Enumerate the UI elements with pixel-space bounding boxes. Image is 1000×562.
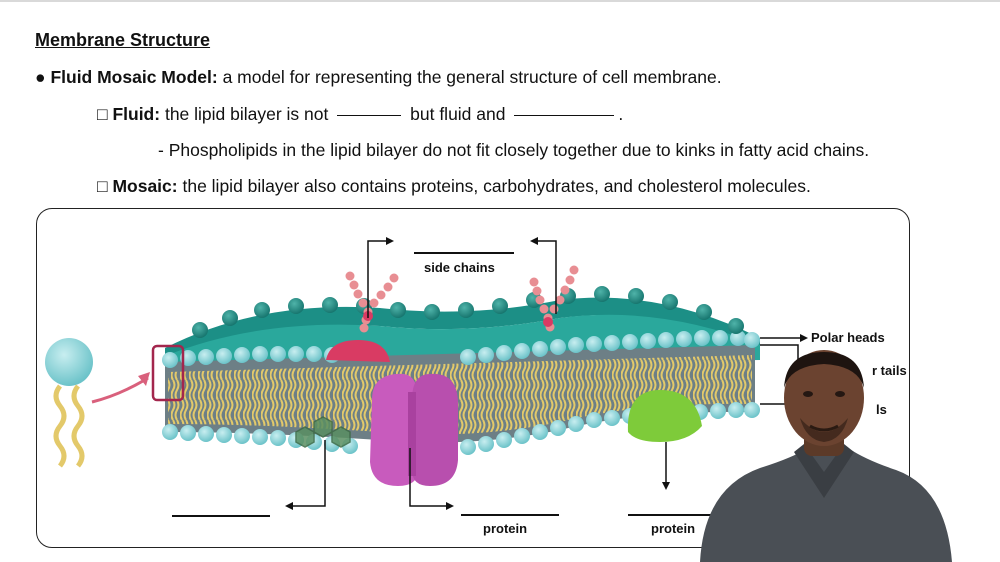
peripheral-protein [627,390,702,442]
fluid-line: □ Fluid: the lipid bilayer is not but fl… [97,104,623,125]
mosaic-line: □ Mosaic: the lipid bilayer also contain… [97,176,811,197]
membrane-top-surface [165,297,760,358]
fluid-mosaic-definition: a model for representing the general str… [222,67,722,87]
cholesterol-molecule [295,416,351,448]
highlight-box [151,344,185,402]
presenter-video [690,348,958,562]
page-title: Membrane Structure [35,30,211,50]
channel-protein-left [370,373,418,486]
fill-in-blank-2 [514,114,615,117]
top-divider [0,0,1000,2]
checkbox-icon: □ [97,104,108,124]
channel-protein-right [412,373,458,486]
bullet-fluid-mosaic: ● Fluid Mosaic Model: a model for repres… [35,67,722,88]
label-protein-1: protein [483,521,528,536]
label-protein-2: protein [651,521,696,536]
mosaic-term: Mosaic: [112,176,178,196]
fluid-text-c: . [618,104,624,124]
fluid-mosaic-term: Fluid Mosaic Model: [50,67,218,87]
blank-line-protein-1 [461,514,559,516]
label-heads: ls [876,402,887,417]
phospholipid-icon [45,338,93,468]
blank-line-side-chains [414,252,514,254]
presenter-face [784,350,864,446]
fatty-acid-tails [168,355,752,435]
bullet-marker: ● [35,67,46,87]
pointer-arrow [91,376,149,404]
label-side-chains: side chains [424,260,495,275]
fluid-term: Fluid: [112,104,161,124]
phospholipid-note: - Phospholipids in the lipid bilayer do … [158,140,870,160]
back-head-row [192,286,744,338]
fluid-text-a: the lipid bilayer is not [164,104,329,124]
membrane-diagram-frame [36,208,910,548]
label-tails: r tails [872,363,907,378]
label-polar-heads: Polar heads [811,330,885,345]
checkbox-icon: □ [97,176,108,196]
glycoprotein [326,340,390,362]
annotation-arrowheads [285,237,808,510]
fill-in-blank-1 [337,114,402,117]
blank-line-cholesterol [172,515,270,517]
fluid-text-b: but fluid and [410,104,506,124]
blank-line-protein-2 [628,514,726,516]
mosaic-text: the lipid bilayer also contains proteins… [182,176,811,196]
annotation-lines [290,240,806,507]
